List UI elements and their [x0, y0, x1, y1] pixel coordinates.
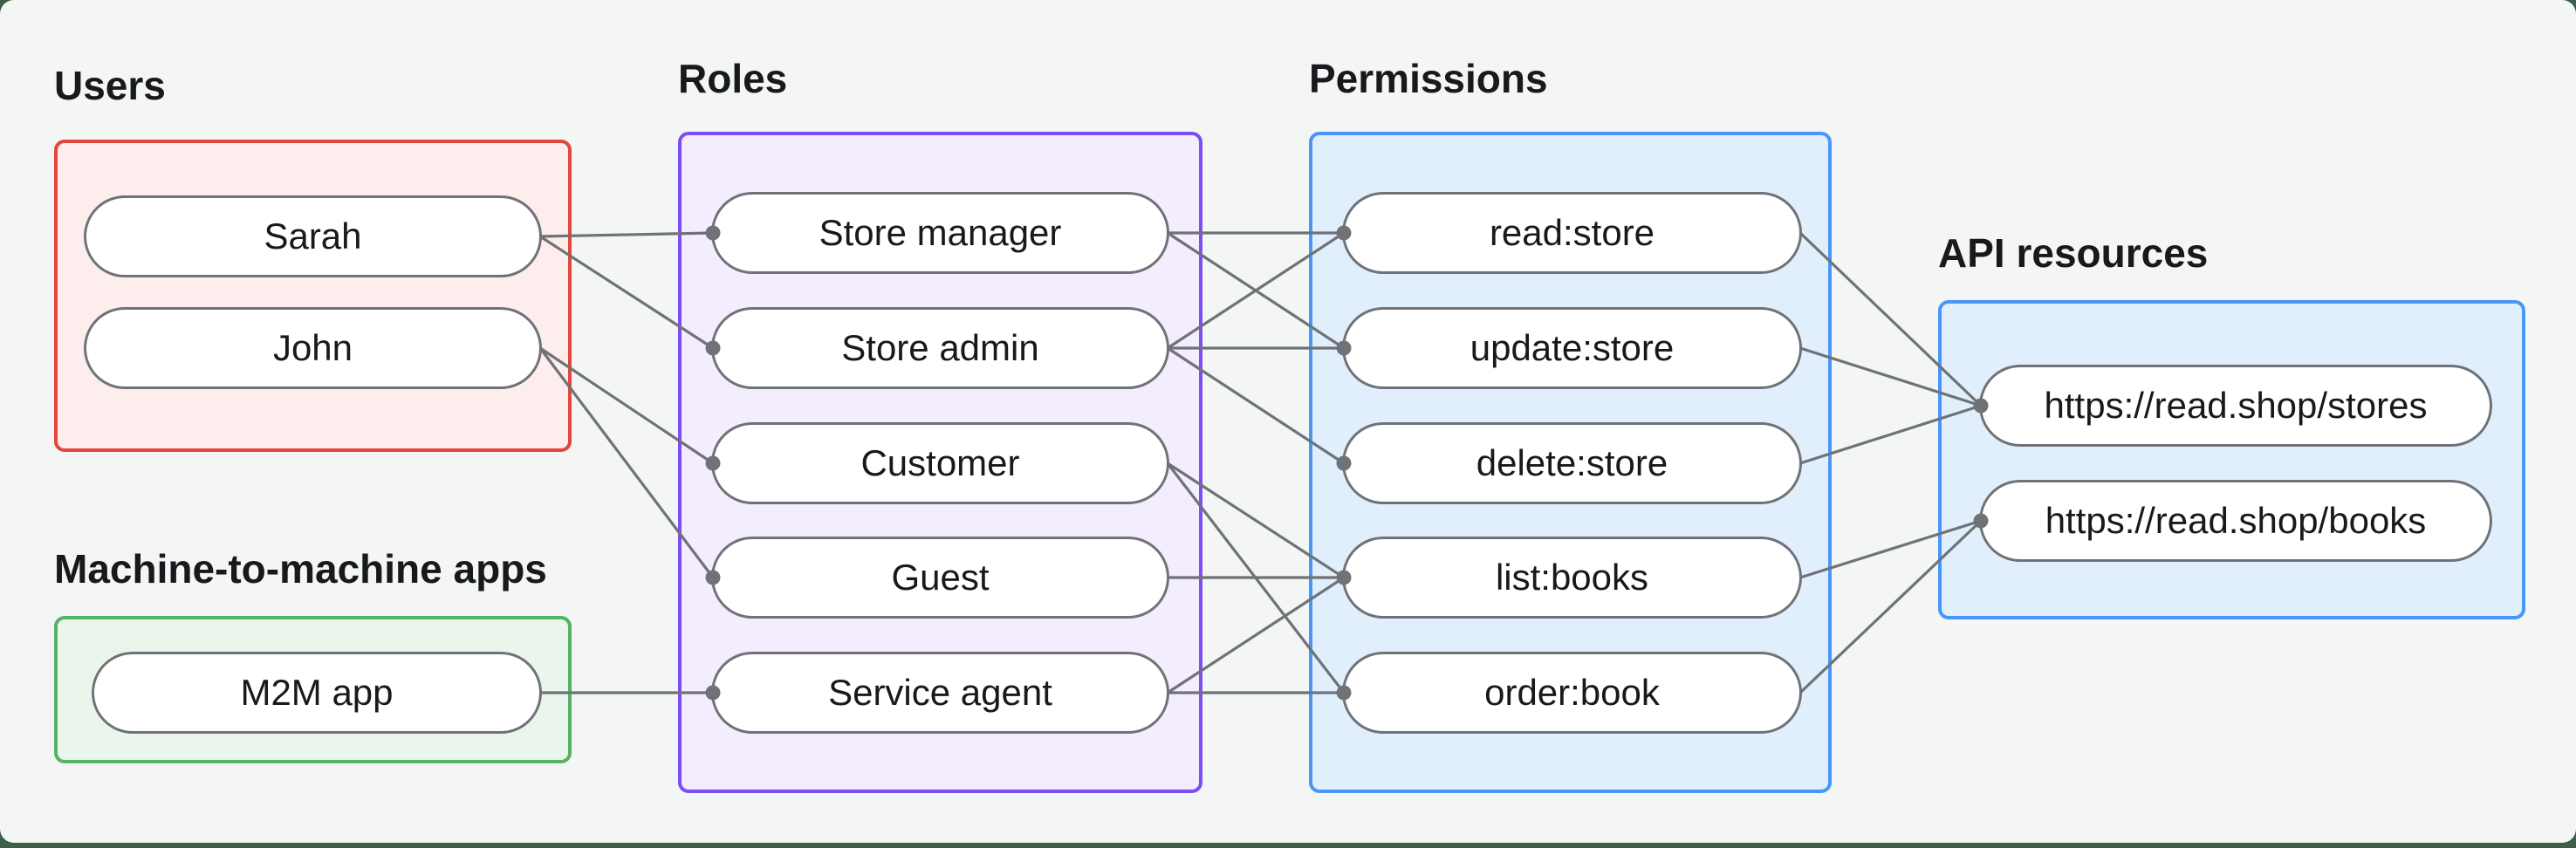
node-update-store: update:store [1342, 307, 1802, 389]
node-label-store-manager: Store manager [819, 212, 1062, 253]
node-stores-api: https://read.shop/stores [1979, 365, 2492, 447]
node-order-book: order:book [1342, 652, 1802, 734]
node-label-sarah: Sarah [264, 215, 362, 256]
section-label-users: Users [54, 63, 166, 108]
node-label-order-book: order:book [1484, 672, 1660, 713]
node-delete-store: delete:store [1342, 422, 1802, 504]
node-label-store-admin: Store admin [841, 327, 1039, 368]
node-label-read-store: read:store [1489, 212, 1655, 253]
section-label-permissions: Permissions [1309, 56, 1548, 101]
node-label-john: John [272, 327, 353, 368]
node-list-books: list:books [1342, 537, 1802, 619]
section-label-api-resources: API resources [1938, 230, 2209, 276]
node-label-update-store: update:store [1470, 327, 1675, 368]
node-read-store: read:store [1342, 192, 1802, 274]
api-resources-group-box [1938, 300, 2525, 619]
node-label-books-api: https://read.shop/books [2045, 500, 2427, 541]
node-guest: Guest [711, 537, 1169, 619]
node-label-m2m-app: M2M app [240, 672, 394, 713]
node-customer: Customer [711, 422, 1169, 504]
node-label-stores-api: https://read.shop/stores [2044, 385, 2428, 426]
node-store-admin: Store admin [711, 307, 1169, 389]
node-service-agent: Service agent [711, 652, 1169, 734]
node-label-guest: Guest [891, 557, 990, 598]
node-sarah: Sarah [84, 195, 542, 277]
users-group-box [54, 140, 572, 452]
node-label-customer: Customer [860, 442, 1020, 483]
section-label-machine-to-machine-apps: Machine-to-machine apps [54, 546, 547, 592]
node-store-manager: Store manager [711, 192, 1169, 274]
section-label-roles: Roles [678, 56, 788, 101]
node-john: John [84, 307, 542, 389]
node-books-api: https://read.shop/books [1979, 480, 2492, 562]
node-label-service-agent: Service agent [828, 672, 1052, 713]
node-m2m-app: M2M app [92, 652, 542, 734]
node-label-list-books: list:books [1495, 557, 1649, 598]
node-label-delete-store: delete:store [1476, 442, 1668, 483]
